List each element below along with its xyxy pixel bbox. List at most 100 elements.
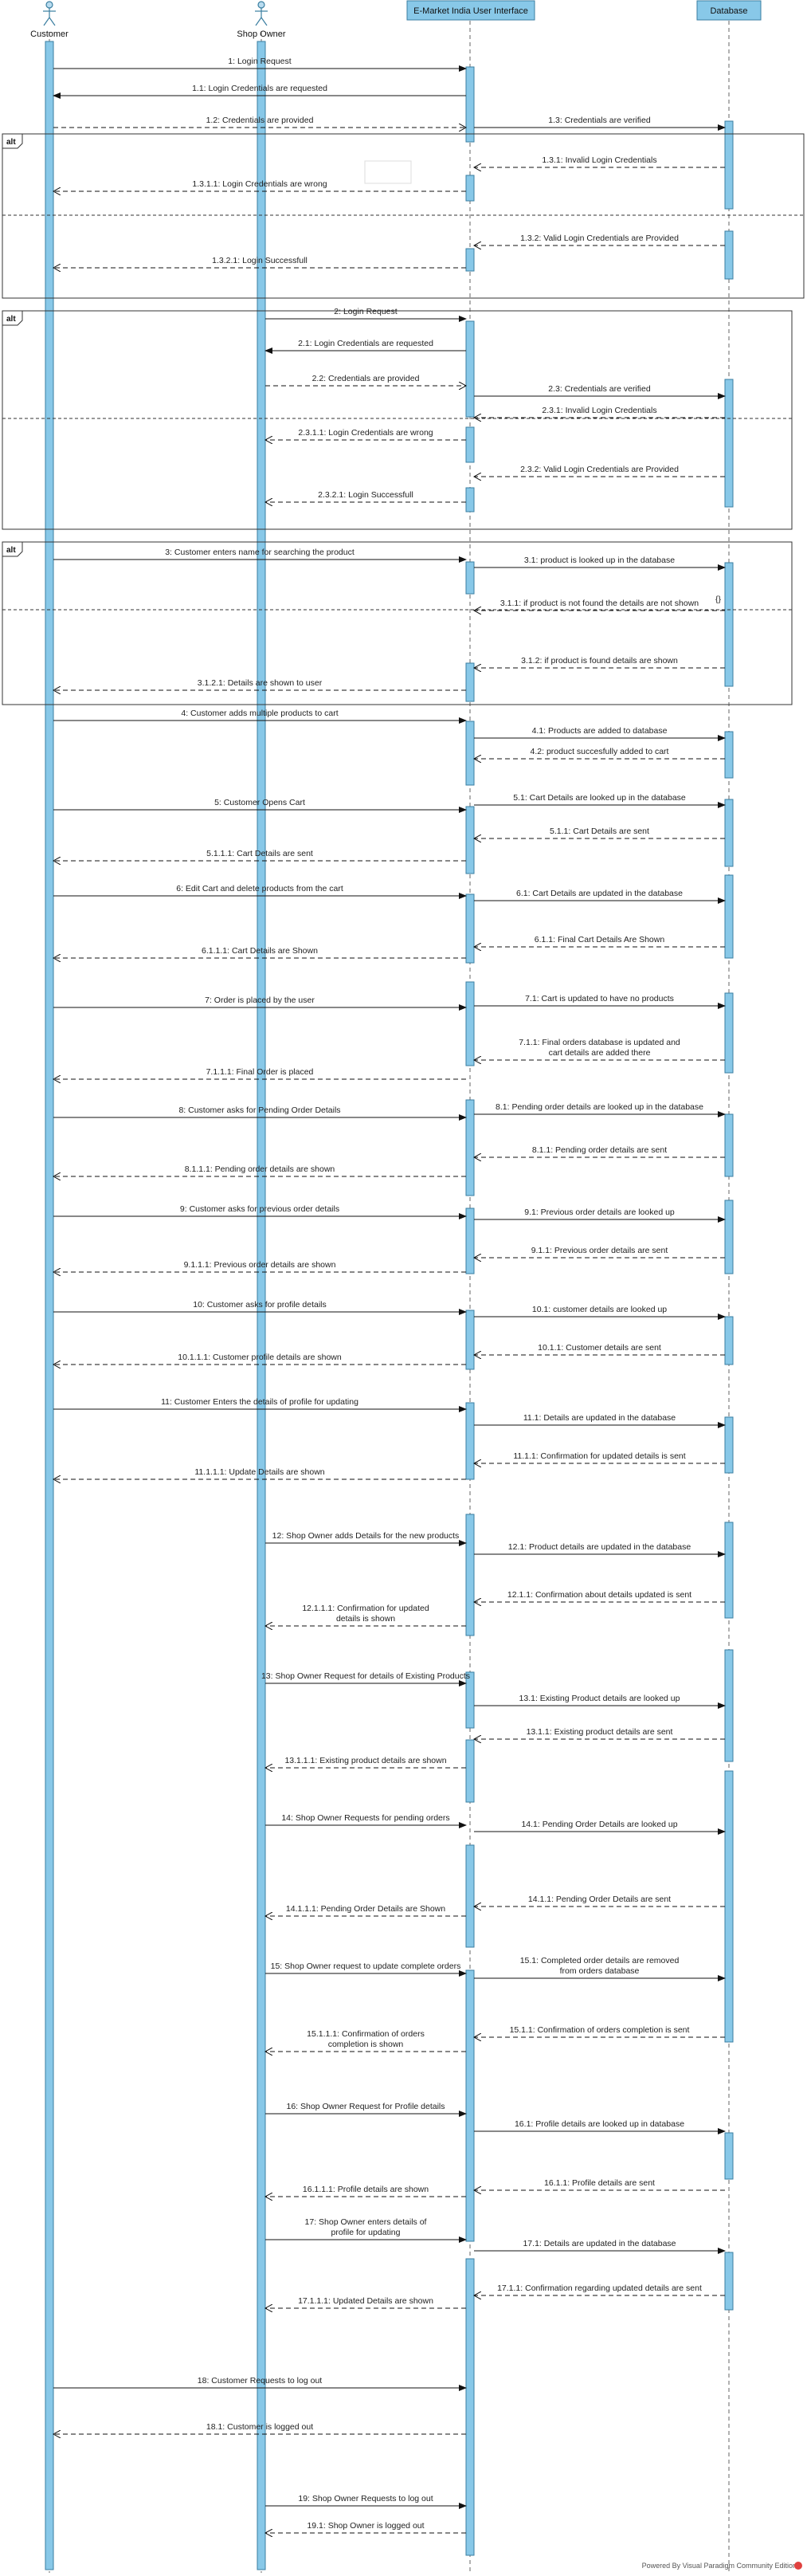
message: 18: Customer Requests to log out — [53, 2376, 467, 2391]
message: 10.1.1: Customer details are sent — [474, 1343, 725, 1355]
visual-paradigm-logo-icon — [794, 2562, 802, 2570]
activation-bar — [465, 1402, 475, 1480]
message: 11.1: Details are updated in the databas… — [474, 1413, 726, 1428]
message: 19.1: Shop Owner is logged out — [265, 2521, 466, 2533]
activation-bar — [724, 1770, 734, 2043]
message-label: 12: Shop Owner adds Details for the new … — [272, 1531, 460, 1541]
message: 1.3: Credentials are verified — [474, 116, 726, 131]
message-label: 11.1.1: Confirmation for updated details… — [513, 1451, 685, 1461]
message-label: 2: Login Request — [334, 307, 397, 316]
activation-bar — [724, 1649, 734, 1762]
activation-bar — [465, 893, 475, 964]
message: 3.1.2: if product is found details are s… — [474, 656, 725, 668]
message: 2: Login Request — [265, 307, 467, 322]
message: 4: Customer adds multiple products to ca… — [53, 709, 467, 724]
message: 15.1: Completed order details are remove… — [474, 1956, 726, 1981]
activation-bar — [724, 1200, 734, 1274]
activation-bar — [724, 874, 734, 959]
message: 15: Shop Owner request to update complet… — [265, 1961, 467, 1977]
message: 12: Shop Owner adds Details for the new … — [265, 1531, 467, 1546]
message: 10: Customer asks for profile details — [53, 1300, 467, 1315]
message: 16.1: Profile details are looked up in d… — [474, 2119, 726, 2134]
stick-figure-icon — [43, 1, 56, 26]
message-label: 10: Customer asks for profile details — [193, 1300, 327, 1310]
message-label: 9: Customer asks for previous order deta… — [180, 1204, 339, 1214]
message-label: 17.1.1.1: Updated Details are shown — [298, 2296, 433, 2306]
message-label: 1.1: Login Credentials are requested — [192, 84, 327, 93]
message: 3.1: product is looked up in the databas… — [474, 556, 726, 571]
message-label: 6.1.1: Final Cart Details Are Shown — [535, 935, 665, 944]
message: 5.1.1: Cart Details are sent — [474, 827, 725, 838]
message-label: 10.1: customer details are looked up — [532, 1305, 667, 1314]
message-label: 3: Customer enters name for searching th… — [165, 548, 355, 557]
actor-shop-owner: Shop Owner — [237, 1, 286, 39]
message: 8: Customer asks for Pending Order Detai… — [53, 1105, 467, 1121]
message: 3.1.2.1: Details are shown to user — [53, 678, 466, 690]
object-ui: E-Market India User Interface — [406, 0, 535, 21]
message: 17.1: Details are updated in the databas… — [474, 2239, 726, 2254]
activation-bar — [465, 320, 475, 418]
message-label: 1.3.1.1: Login Credentials are wrong — [192, 179, 327, 189]
actor-customer: Customer — [30, 1, 69, 39]
message-label: from orders database — [560, 1966, 640, 1976]
activation-bar — [257, 41, 266, 2570]
message: 8.1: Pending order details are looked up… — [474, 1102, 726, 1117]
message: 16.1.1: Profile details are sent — [474, 2178, 725, 2190]
activation-bar — [465, 2258, 475, 2556]
message-label: 13.1.1: Existing product details are sen… — [527, 1727, 673, 1737]
message: 7.1.1.1: Final Order is placed — [53, 1067, 466, 1079]
fragment-alt-2: alt — [2, 310, 793, 530]
message: 14.1: Pending Order Details are looked u… — [474, 1820, 726, 1835]
message: 2.3.1: Invalid Login Credentials — [474, 406, 725, 418]
participant-label-ui: E-Market India User Interface — [413, 6, 528, 16]
message: 15.1.1.1: Confirmation of orderscompleti… — [265, 2029, 466, 2052]
message-label: 2.3.1: Invalid Login Credentials — [542, 406, 656, 415]
message: 13.1: Existing Product details are looke… — [474, 1694, 726, 1709]
message-label: 1.3.2: Valid Login Credentials are Provi… — [520, 234, 679, 243]
activation-bar — [724, 379, 734, 508]
message-label: 2.2: Credentials are provided — [312, 374, 420, 383]
message-label: 10.1.1.1: Customer profile details are s… — [178, 1353, 342, 1362]
message: 6.1.1: Final Cart Details Are Shown — [474, 935, 725, 947]
participant-label-database: Database — [710, 6, 747, 16]
participant-label-customer: Customer — [30, 29, 69, 39]
message: 1.2: Credentials are provided — [53, 116, 466, 128]
message-label: 6.1: Cart Details are updated in the dat… — [516, 889, 683, 898]
message: 4.1: Products are added to database — [474, 726, 726, 741]
message-label: 19: Shop Owner Requests to log out — [298, 2494, 433, 2503]
message-label: 6.1.1.1: Cart Details are Shown — [202, 946, 318, 956]
message-label: 1.3.1: Invalid Login Credentials — [542, 155, 656, 165]
message: 1.3.1: Invalid Login Credentials — [474, 155, 725, 167]
message: 1: Login Request — [53, 57, 467, 72]
message-label: 9.1.1.1: Previous order details are show… — [184, 1260, 336, 1270]
message-label: 11.1: Details are updated in the databas… — [523, 1413, 676, 1423]
activation-bar — [724, 992, 734, 1074]
message-label: 16.1: Profile details are looked up in d… — [515, 2119, 684, 2129]
message: 16.1.1.1: Profile details are shown — [265, 2185, 466, 2197]
message: 19: Shop Owner Requests to log out — [265, 2494, 467, 2509]
message-label: profile for updating — [331, 2228, 401, 2237]
activation-bar — [465, 487, 475, 512]
message: 9: Customer asks for previous order deta… — [53, 1204, 467, 1219]
footer-credit: Powered By Visual Paradigm Community Edi… — [642, 2562, 797, 2570]
activation-bar — [724, 799, 734, 867]
message: 7.1.1: Final orders database is updated … — [474, 1038, 725, 1060]
message-label: 7.1: Cart is updated to have no products — [525, 994, 674, 1003]
message-label: 7.1.1: Final orders database is updated … — [519, 1038, 680, 1047]
message: 7.1: Cart is updated to have no products — [474, 994, 726, 1009]
message-label: 8.1.1.1: Pending order details are shown — [185, 1164, 335, 1174]
message: 12.1.1: Confirmation about details updat… — [474, 1590, 725, 1602]
activation-bar — [465, 66, 475, 143]
fragment-tag: alt — [6, 546, 16, 555]
message-label: 6: Edit Cart and delete products from th… — [176, 884, 343, 893]
message: 3.1.1: if product is not found the detai… — [474, 599, 725, 611]
message: 14: Shop Owner Requests for pending orde… — [265, 1813, 467, 1828]
activation-bar — [724, 2252, 734, 2311]
message: 2.3.2: Valid Login Credentials are Provi… — [474, 465, 725, 477]
activation-bar — [724, 1522, 734, 1619]
message: 9.1.1: Previous order details are sent — [474, 1246, 725, 1258]
message: 14.1.1: Pending Order Details are sent — [474, 1895, 725, 1906]
message: 8.1.1: Pending order details are sent — [474, 1145, 725, 1157]
stick-figure-icon — [255, 1, 268, 26]
